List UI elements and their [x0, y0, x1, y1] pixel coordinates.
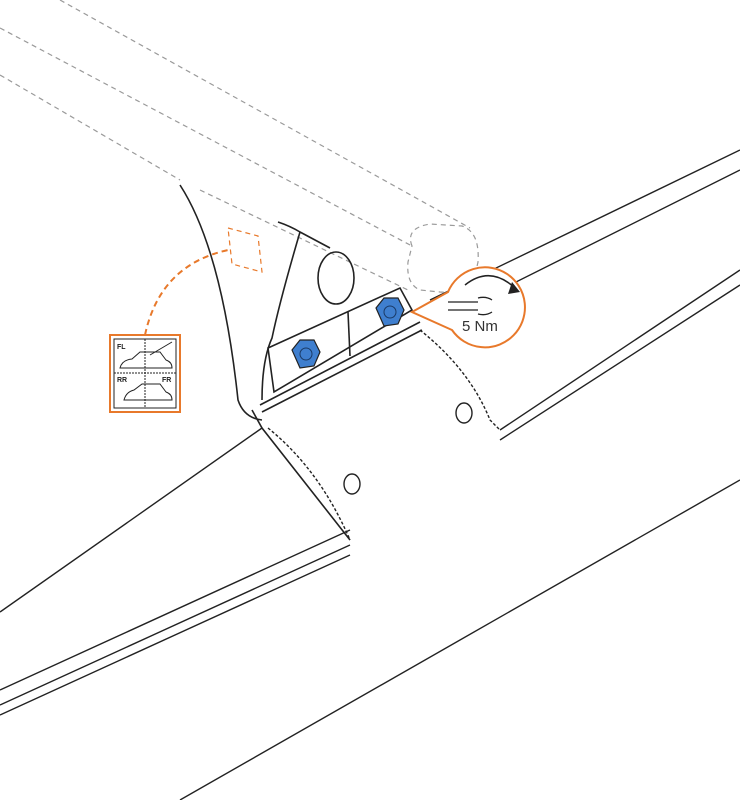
torque-value: 5 Nm: [462, 318, 498, 335]
nut-right: [375, 297, 405, 327]
label-fr: FR: [162, 377, 171, 384]
nut-left: [291, 339, 321, 369]
crossbar-outline: [0, 0, 479, 293]
position-sticker: FL RR FR: [109, 334, 181, 413]
torque-callout: [409, 266, 526, 349]
roof-rail: [0, 149, 740, 800]
label-fl: FL: [117, 344, 126, 351]
label-rr: RR: [117, 377, 127, 384]
wrench-tighten-icon: [448, 296, 493, 316]
car-position-icon: [119, 351, 173, 401]
